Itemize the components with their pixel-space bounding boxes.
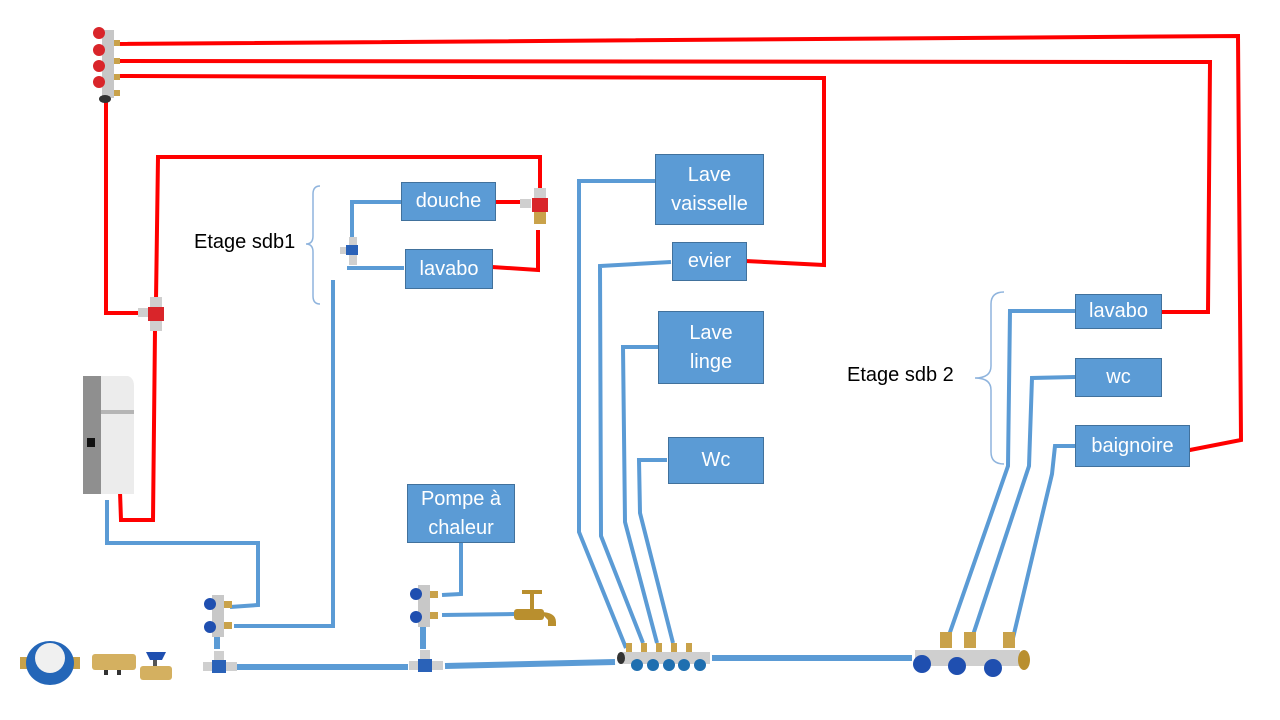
cold-pipe-sdb2-wc — [970, 375, 1076, 639]
hot-water-pipes — [104, 33, 1244, 522]
fixture-lavabo-sdb2: lavabo — [1075, 294, 1162, 329]
hot-pipe-heater-out — [117, 327, 158, 522]
hot-pipe-evier — [115, 73, 826, 268]
fixture-lavabo-sdb1: lavabo — [405, 249, 493, 289]
brass-tap-icon — [514, 590, 556, 626]
fixture-evier: evier — [672, 242, 747, 281]
water-meter-icon — [20, 641, 80, 685]
hot-pipe-sdb1 — [153, 155, 542, 303]
cold-pipe-douche — [350, 200, 402, 245]
fixture-lave-linge: Lave linge — [658, 311, 764, 384]
cold-pipe-evier — [597, 260, 672, 644]
fixture-pompe-a-chaleur: Pompe à chaleur — [407, 484, 515, 543]
red-tee-fitting-icon — [138, 297, 164, 331]
brace-sdb2 — [974, 291, 1005, 465]
brass-check-valve-icon — [92, 654, 136, 675]
fixture-wc-rdc: Wc — [668, 437, 764, 484]
blue-double-valve-left-icon — [203, 595, 237, 673]
fixture-douche: douche — [401, 182, 496, 221]
cold-pipe-wc-rdc — [636, 458, 675, 644]
blue-5-way-manifold-icon — [617, 643, 710, 671]
fixture-baignoire: baignoire — [1075, 425, 1190, 467]
hot-pipe-sdb2-lavabo — [115, 58, 1213, 314]
heat-pump-water-heater-icon — [83, 376, 134, 494]
blue-tee-fitting-sdb1-icon — [340, 237, 358, 265]
hot-pipe-sdb2-baignoire — [115, 33, 1244, 453]
cold-pipe-pompe — [441, 543, 463, 597]
group-label-sdb2: Etage sdb 2 — [847, 364, 954, 386]
blue-3-way-manifold-icon — [913, 632, 1030, 677]
hot-pipe-lavabo-sdb1 — [489, 230, 540, 273]
blue-double-valve-middle-icon — [409, 585, 443, 672]
cold-pipe-sdb1-riser — [234, 280, 335, 628]
group-label-sdb1: Etage sdb1 — [194, 231, 296, 253]
hot-pipe-main-riser — [104, 98, 142, 315]
red-4-way-manifold-icon — [93, 27, 120, 103]
cold-pipe-sdb2-baignoire — [1011, 444, 1075, 639]
brace-sdb1 — [305, 185, 321, 305]
cold-water-pipes — [105, 179, 1076, 670]
cold-main-line-2 — [444, 659, 616, 669]
cold-pipe-sdb2-lavabo — [946, 309, 1075, 639]
cold-pipe-lave-linge — [620, 345, 659, 644]
cold-pipe-tap — [441, 612, 516, 617]
fixture-lave-vaisselle: Lave vaisselle — [655, 154, 764, 225]
cold-pipe-heater-in — [105, 500, 260, 609]
red-tee-fitting-sdb1-icon — [520, 188, 548, 224]
ball-valve-icon — [140, 652, 172, 680]
fixture-wc-sdb2: wc — [1075, 358, 1162, 397]
cold-pipe-lave-vaisselle — [577, 179, 655, 649]
